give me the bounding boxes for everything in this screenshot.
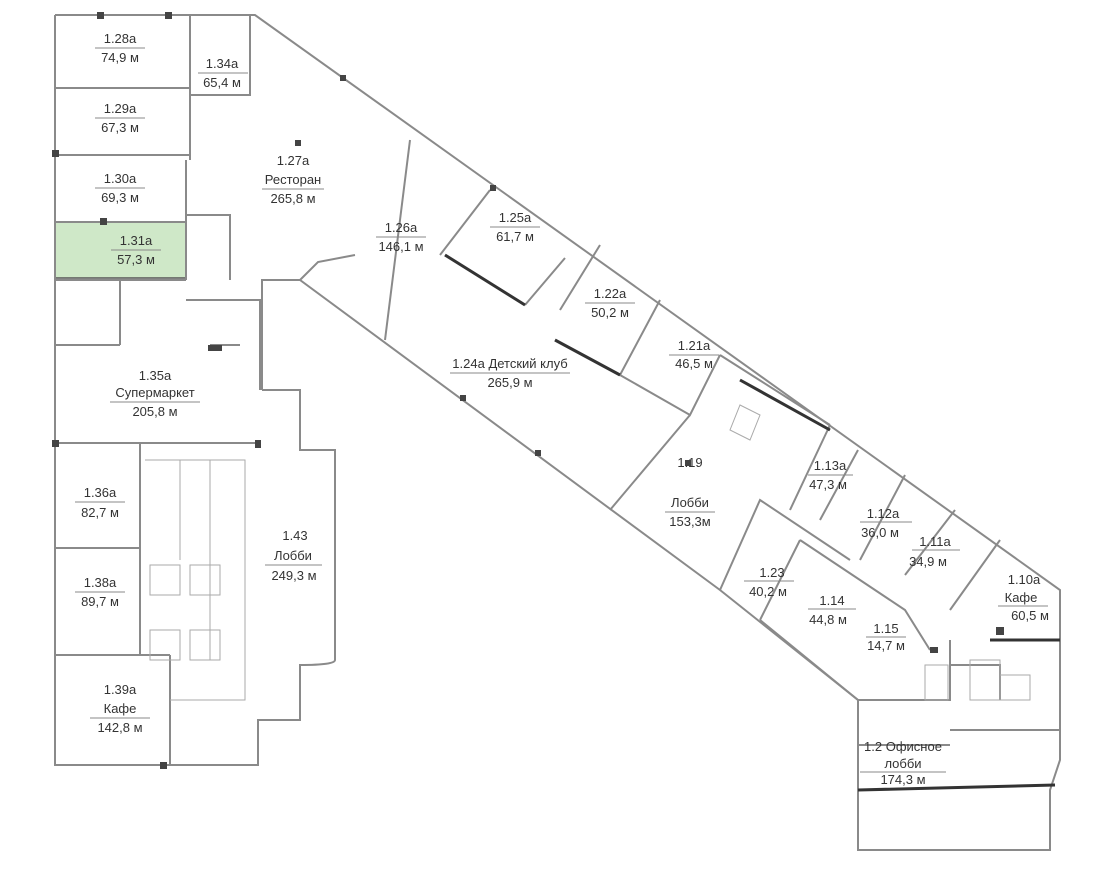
- svg-text:1.26а: 1.26а: [385, 220, 418, 235]
- svg-text:46,5 м: 46,5 м: [675, 356, 713, 371]
- svg-text:146,1 м: 146,1 м: [378, 239, 423, 254]
- room-1-36a[interactable]: 1.36а 82,7 м: [75, 485, 125, 520]
- room-1-22a[interactable]: 1.22а 50,2 м: [585, 286, 635, 320]
- room-1-14[interactable]: 1.14 44,8 м: [808, 593, 856, 627]
- svg-text:1.15: 1.15: [873, 621, 898, 636]
- svg-text:50,2 м: 50,2 м: [591, 305, 629, 320]
- svg-text:82,7 м: 82,7 м: [81, 505, 119, 520]
- svg-text:265,9 м: 265,9 м: [487, 375, 532, 390]
- svg-text:1.34а: 1.34а: [206, 56, 239, 71]
- room-1-11a[interactable]: 1.11а 34,9 м: [909, 534, 960, 569]
- svg-text:1.21а: 1.21а: [678, 338, 711, 353]
- svg-text:61,7 м: 61,7 м: [496, 229, 534, 244]
- svg-text:44,8 м: 44,8 м: [809, 612, 847, 627]
- svg-text:1.23: 1.23: [759, 565, 784, 580]
- svg-text:265,8 м: 265,8 м: [270, 191, 315, 206]
- svg-text:Супермаркет: Супермаркет: [115, 385, 194, 400]
- svg-text:40,2 м: 40,2 м: [749, 584, 787, 599]
- svg-text:Ресторан: Ресторан: [265, 172, 322, 187]
- walls: [54, 14, 1061, 851]
- room-1-34a[interactable]: 1.34а 65,4 м: [198, 56, 248, 90]
- svg-text:60,5 м: 60,5 м: [1011, 608, 1049, 623]
- svg-text:1.13а: 1.13а: [814, 458, 847, 473]
- room-1-31a[interactable]: 1.31а 57,3 м: [111, 233, 161, 267]
- svg-text:249,3 м: 249,3 м: [271, 568, 316, 583]
- room-1-15[interactable]: 1.15 14,7 м: [866, 621, 906, 653]
- svg-text:174,3 м: 174,3 м: [880, 772, 925, 787]
- svg-text:1.31а: 1.31а: [120, 233, 153, 248]
- svg-text:1.30а: 1.30а: [104, 171, 137, 186]
- svg-text:1.24а Детский клуб: 1.24а Детский клуб: [452, 356, 567, 371]
- columns: [52, 12, 1004, 769]
- svg-text:74,9 м: 74,9 м: [101, 50, 139, 65]
- room-1-30a[interactable]: 1.30а 69,3 м: [95, 171, 145, 205]
- svg-text:69,3 м: 69,3 м: [101, 190, 139, 205]
- svg-text:1.39а: 1.39а: [104, 682, 137, 697]
- room-1-23[interactable]: 1.23 40,2 м: [744, 565, 794, 599]
- svg-text:14,7 м: 14,7 м: [867, 638, 905, 653]
- svg-text:1.27а: 1.27а: [277, 153, 310, 168]
- svg-text:1.43: 1.43: [282, 528, 307, 543]
- svg-text:205,8 м: 205,8 м: [132, 404, 177, 419]
- room-1-13a[interactable]: 1.13а 47,3 м: [808, 458, 853, 492]
- svg-text:1.29а: 1.29а: [104, 101, 137, 116]
- svg-text:142,8 м: 142,8 м: [97, 720, 142, 735]
- svg-text:Лобби: Лобби: [671, 495, 709, 510]
- svg-text:34,9 м: 34,9 м: [909, 554, 947, 569]
- room-1-12a[interactable]: 1.12а 36,0 м: [860, 506, 912, 540]
- svg-text:36,0 м: 36,0 м: [861, 525, 899, 540]
- svg-text:1.28а: 1.28а: [104, 31, 137, 46]
- room-1-25a[interactable]: 1.25а 61,7 м: [490, 210, 540, 244]
- svg-text:67,3 м: 67,3 м: [101, 120, 139, 135]
- svg-text:1.35а: 1.35а: [139, 368, 172, 383]
- svg-text:89,7 м: 89,7 м: [81, 594, 119, 609]
- room-labels: 1.28а 74,9 м 1.34а 65,4 м 1.29а 67,3 м 1.27…: [75, 31, 1049, 787]
- svg-text:153,3м: 153,3м: [669, 514, 711, 529]
- svg-text:Кафе: Кафе: [1005, 590, 1038, 605]
- svg-text:47,3 м: 47,3 м: [809, 477, 847, 492]
- svg-text:1.38а: 1.38а: [84, 575, 117, 590]
- svg-text:1.19: 1.19: [677, 455, 702, 470]
- room-1-24a[interactable]: 1.24а Детский клуб 265,9 м: [450, 356, 570, 390]
- svg-text:1.10а: 1.10а: [1008, 572, 1041, 587]
- svg-text:1.14: 1.14: [819, 593, 844, 608]
- svg-text:57,3 м: 57,3 м: [117, 252, 155, 267]
- svg-text:1.25а: 1.25а: [499, 210, 532, 225]
- svg-text:1.36а: 1.36а: [84, 485, 117, 500]
- room-1-26a[interactable]: 1.26а 146,1 м: [376, 220, 426, 254]
- svg-text:1.22а: 1.22а: [594, 286, 627, 301]
- svg-text:65,4 м: 65,4 м: [203, 75, 241, 90]
- svg-text:Кафе: Кафе: [104, 701, 137, 716]
- svg-text:1.11а: 1.11а: [919, 534, 951, 549]
- svg-text:1.2 Офисное: 1.2 Офисное: [864, 739, 942, 754]
- room-1-29a[interactable]: 1.29а 67,3 м: [95, 101, 145, 135]
- svg-text:лобби: лобби: [884, 756, 921, 771]
- room-1-38a[interactable]: 1.38а 89,7 м: [75, 575, 125, 609]
- room-1-21a[interactable]: 1.21а 46,5 м: [669, 338, 719, 371]
- room-1-28a[interactable]: 1.28а 74,9 м: [95, 31, 145, 65]
- svg-text:Лобби: Лобби: [274, 548, 312, 563]
- svg-text:1.12а: 1.12а: [867, 506, 900, 521]
